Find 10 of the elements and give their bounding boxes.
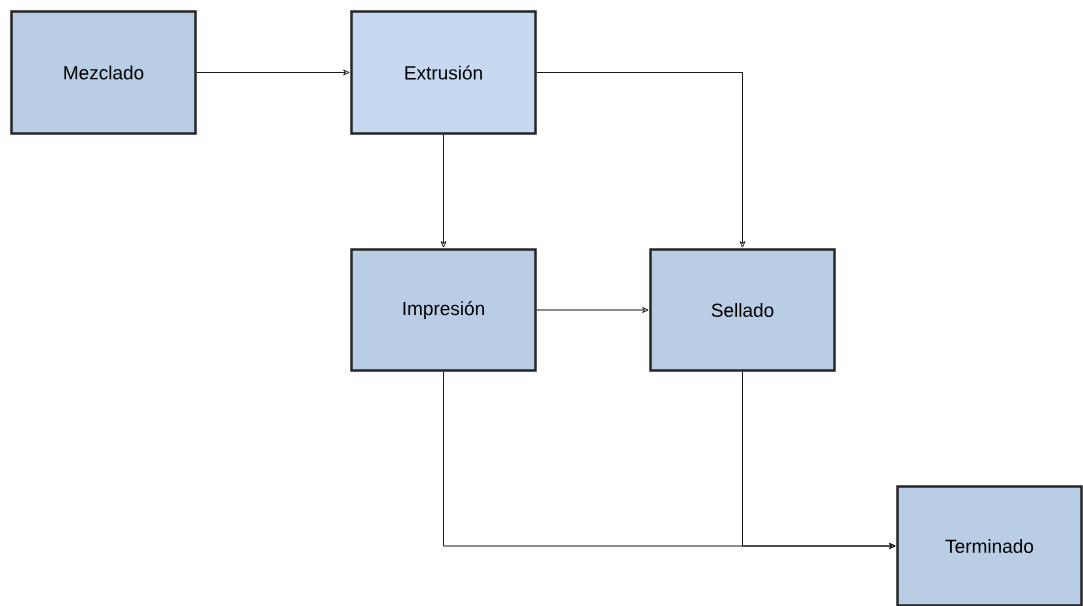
process-box: Sellado bbox=[649, 248, 836, 372]
arrow bbox=[536, 72, 746, 248]
arrow bbox=[742, 371, 896, 549]
process-box: Mezclado bbox=[10, 10, 197, 135]
process-box: Terminado bbox=[896, 485, 1083, 606]
arrow bbox=[536, 307, 649, 313]
process-box: Extrusión bbox=[350, 10, 537, 135]
arrow bbox=[196, 69, 350, 76]
arrow bbox=[440, 134, 447, 248]
process-box: Impresión bbox=[350, 248, 537, 372]
